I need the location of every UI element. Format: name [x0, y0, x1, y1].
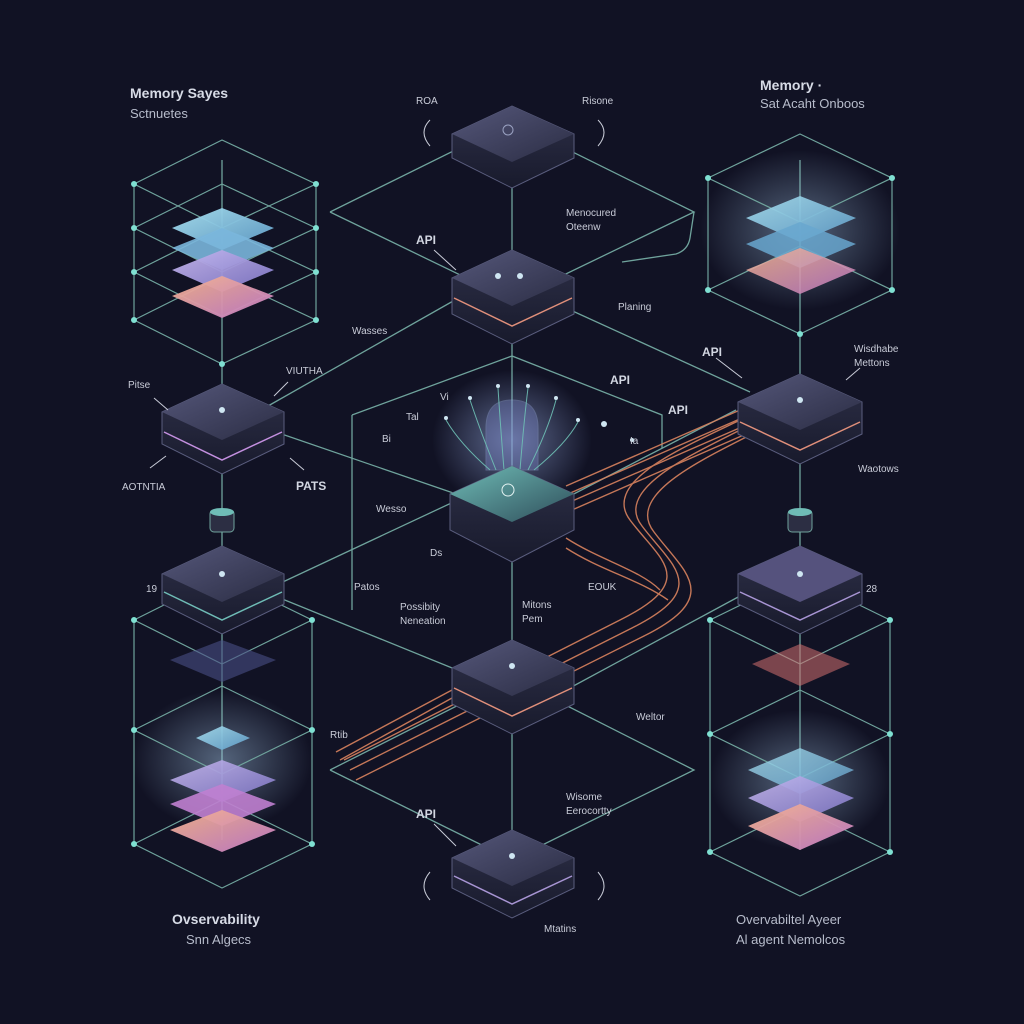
label-api-right: API: [702, 345, 722, 359]
lower-to-right-link: [565, 595, 741, 691]
node-left-mid: [161, 545, 285, 635]
label-hub-small-1: Vi: [440, 392, 449, 403]
data-flow-paths: [335, 409, 813, 781]
connector-cylinder-left: [209, 508, 235, 533]
label-hub-small-2: Tal: [406, 412, 419, 423]
header-top-right-title: Memory ·: [760, 77, 822, 93]
connector-cylinder-right: [787, 508, 813, 533]
left-mid-to-lower-link: [269, 593, 463, 673]
label-hub-bottom: Ds: [430, 548, 442, 559]
label-mtatins: Mtatins: [544, 924, 576, 935]
label-eouk: EOUK: [588, 582, 617, 593]
label-api-center: API: [610, 373, 630, 387]
left-memory-stack: [131, 139, 319, 367]
left-to-hub-link: [269, 429, 463, 497]
node-hub: [449, 465, 575, 563]
node-left: [161, 383, 285, 475]
node-top: [423, 105, 605, 189]
label-hub-small-3: Bi: [382, 434, 391, 445]
label-api-right-inner: API: [668, 403, 688, 417]
header-top-right-subtitle: Sat Acaht Onboos: [760, 96, 865, 111]
header-bottom-right-subtitle: Al agent Nemolcos: [736, 932, 846, 947]
label-left-node-top: VIUTHA: [286, 366, 323, 377]
left-to-api-link: [267, 295, 463, 407]
hub-frame-top: [351, 355, 663, 448]
label-weltor: Weltor: [636, 712, 665, 723]
label-patos: Patos: [354, 582, 380, 593]
label-hub-small-4: Ia: [630, 436, 639, 447]
label-num-right: 28: [866, 584, 878, 595]
label-top-node-left: ROA: [416, 96, 438, 107]
header-top-left-subtitle: Sctnuetes: [130, 106, 188, 121]
header-bottom-left-title: Ovservability: [172, 911, 260, 927]
label-wasses: Wasses: [352, 326, 387, 337]
monitored-bracket: [621, 211, 695, 263]
header-bottom-left-subtitle: Snn Algecs: [186, 932, 252, 947]
node-api-upper: [451, 249, 575, 345]
label-rtib: Rtib: [330, 730, 348, 741]
label-left-node-bottom-left: AOTNTIA: [122, 482, 166, 493]
section-headers: Memory Sayes Sctnuetes Memory · Sat Acah…: [130, 77, 865, 947]
left-observability-stack: [131, 575, 315, 889]
node-lower: [451, 639, 575, 735]
node-right-mid: [737, 545, 863, 635]
lower-frame: [329, 677, 696, 861]
label-num-left: 19: [146, 584, 158, 595]
right-memory-stack: [700, 133, 900, 337]
label-api-upper: API: [416, 233, 436, 247]
label-wesso: Wesso: [376, 504, 407, 515]
label-planning: Planing: [618, 302, 651, 313]
label-waotows: Waotows: [858, 464, 899, 475]
header-bottom-right-title: Overvabiltel Ayeer: [736, 912, 842, 927]
node-bottom: [423, 829, 605, 919]
node-right: [737, 373, 863, 465]
label-left-node-left: Pitse: [128, 380, 151, 391]
right-observability-stack: [707, 575, 893, 897]
label-top-node-right: Risone: [582, 96, 614, 107]
hub-antenna: [432, 370, 634, 510]
label-api-bottom: API: [416, 807, 436, 821]
label-pats: PATS: [296, 479, 326, 493]
header-top-left-title: Memory Sayes: [130, 85, 228, 101]
label-pointers: [149, 249, 861, 847]
left-mid-to-hub-link: [269, 497, 463, 589]
api-to-right-link: [565, 307, 751, 393]
